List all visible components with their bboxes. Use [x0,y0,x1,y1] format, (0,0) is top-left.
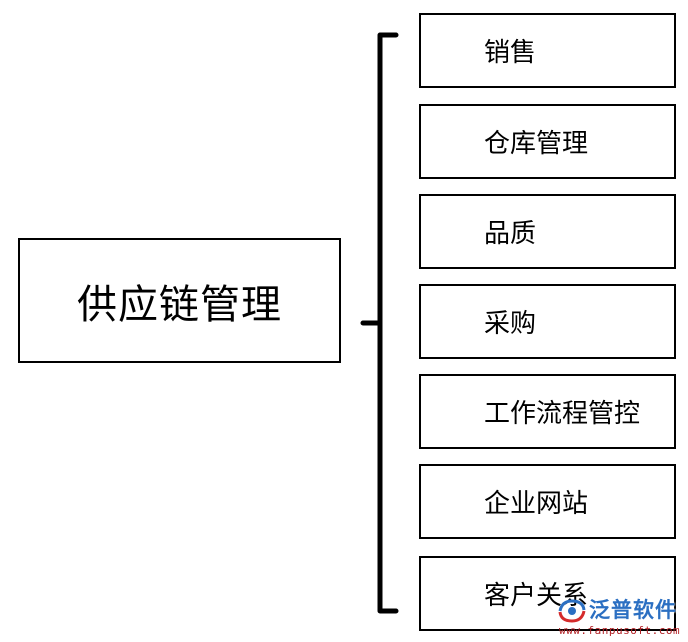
watermark-name: 泛普软件 [589,598,677,622]
watermark-url: www.fanpusoft.com [559,624,681,637]
child-node-label: 销售 [484,38,537,68]
watermark: 泛普软件 www.fanpusoft.com [553,594,685,640]
child-node-website: 企业网站 [419,464,676,539]
child-node-label: 工作流程管控 [484,399,641,429]
child-node-crm: 客户关系 [419,556,676,631]
child-node-warehouse: 仓库管理 [419,104,676,179]
child-node-label: 企业网站 [484,489,589,519]
child-node-sales: 销售 [419,13,676,88]
child-node-workflow: 工作流程管控 [419,374,676,449]
fanpu-logo-icon [558,599,586,623]
child-node-purchasing: 采购 [419,284,676,359]
child-node-label: 客户关系 [484,581,589,611]
child-node-label: 品质 [484,219,537,249]
root-node: 供应链管理 [18,238,341,363]
child-node-label: 仓库管理 [484,129,589,159]
child-node-quality: 品质 [419,194,676,269]
root-node-label: 供应链管理 [77,281,282,328]
child-node-label: 采购 [484,309,537,339]
